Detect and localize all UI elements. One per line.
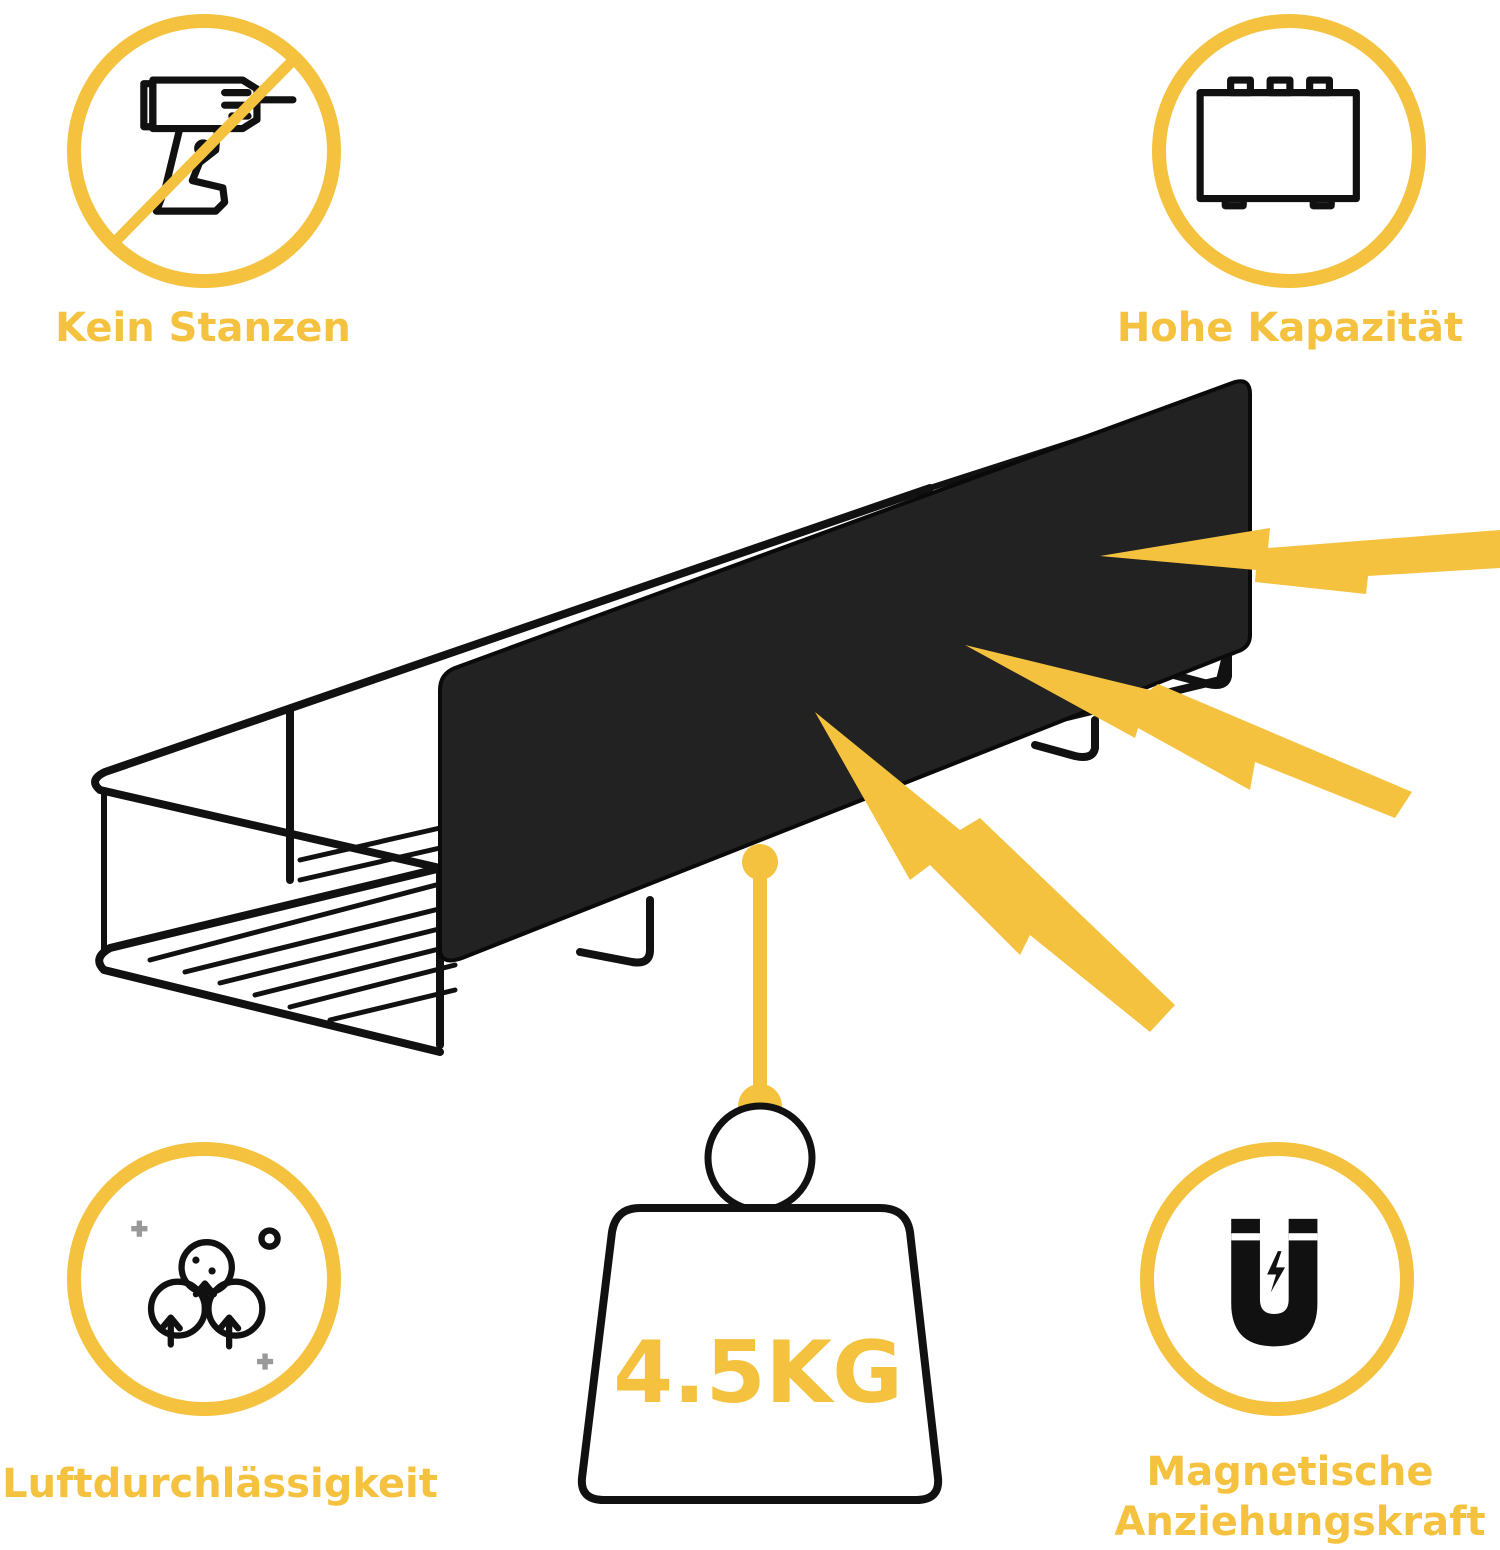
storage-box-icon [1196, 76, 1360, 210]
weight-icon: 4.5KG [577, 844, 943, 1504]
weight-value: 4.5KG [613, 1323, 903, 1423]
magnetic-badge [1140, 1142, 1414, 1416]
magnet-icon [1231, 1218, 1318, 1347]
capacity-badge [1152, 14, 1426, 288]
force-arrows [815, 528, 1500, 1032]
breathable-badge [67, 1142, 341, 1416]
feature-label-no-drilling: Kein Stanzen [55, 305, 351, 351]
airflow-icon [131, 1220, 281, 1370]
feature-label-breathable: Luftdurchlässigkeit [2, 1461, 438, 1507]
force-arrow-bottom [815, 712, 1175, 1032]
feature-label-magnetic-line2: Anziehungskraft [1114, 1499, 1486, 1545]
no-drill-badge [67, 14, 341, 288]
magnetic-back-panel [438, 379, 1252, 963]
no-drill-icon [111, 54, 299, 246]
feature-label-magnetic-line1: Magnetische [1146, 1449, 1434, 1495]
feature-label-capacity: Hohe Kapazität [1116, 305, 1464, 351]
force-arrow-top [1100, 528, 1500, 594]
force-arrow-middle [965, 645, 1412, 818]
